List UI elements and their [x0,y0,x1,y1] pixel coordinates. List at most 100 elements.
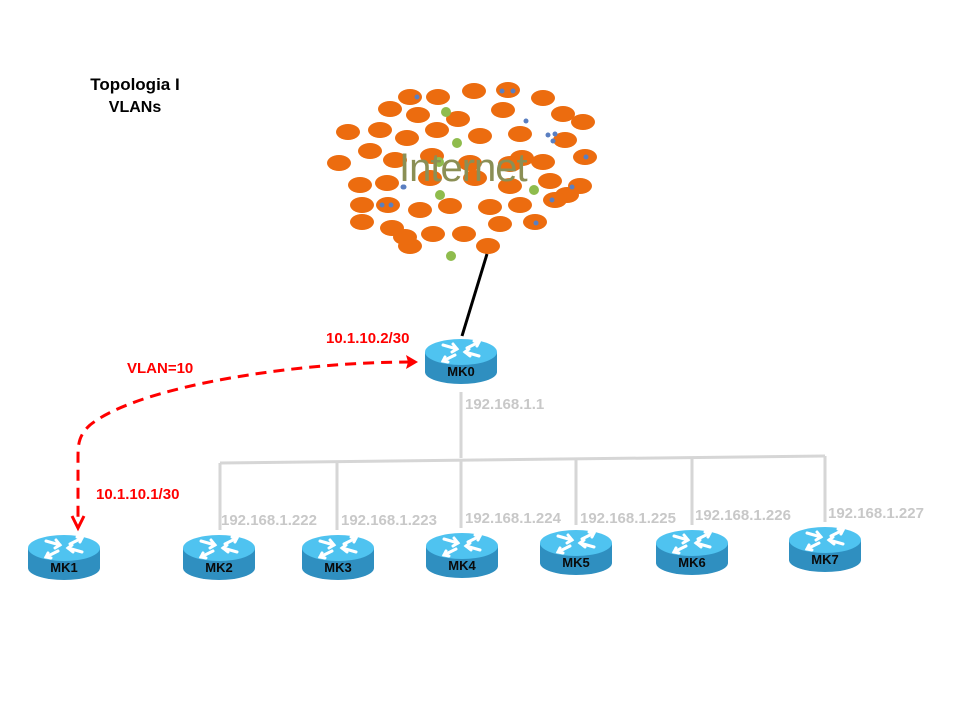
cloud-blob [418,170,442,186]
router-icon [183,535,255,580]
cloud-node-blue [552,131,558,137]
cloud-blob [426,89,450,105]
cloud-blob [378,101,402,117]
cloud-node-green [529,185,539,195]
mk2-ip: 192.168.1.222 [221,512,317,529]
cloud-blob [498,178,522,194]
cloud-blob [358,143,382,159]
cloud-blob [476,238,500,254]
cloud-blob [496,82,520,98]
cloud-node-blue [379,202,385,208]
cloud-blob [463,170,487,186]
mk3-ip: 192.168.1.223 [341,512,437,529]
cloud-blob [498,156,522,172]
cloud-node-blue [550,138,556,144]
mk6-ip: 192.168.1.226 [695,507,791,524]
cloud-node-blue [523,118,529,124]
cloud-blob [458,155,482,171]
cloud-blob [393,229,417,245]
mk5-ip: 192.168.1.225 [580,510,676,527]
cloud-node-green [435,190,445,200]
router-mk7[interactable]: MK7 [787,522,863,576]
cloud-node-blue [401,184,407,190]
lan-bus [218,392,827,530]
cloud-blob [462,83,486,99]
cloud-blob [395,130,419,146]
router-label: MK1 [50,560,78,575]
cloud-blob [488,216,512,232]
cloud-blob [375,175,399,191]
cloud-blob [571,114,595,130]
cloud-node-blue [533,220,539,226]
router-icon [425,339,497,384]
vlan-arrowhead-mk1 [70,515,86,532]
cloud-blob [491,102,515,118]
internet-label: Internet [399,146,528,190]
mk0-vlan-ip: 10.1.10.2/30 [326,330,410,347]
cloud-blob [468,128,492,144]
vlan-arrowhead-mk0 [406,355,418,369]
cloud-blob [368,122,392,138]
vlan-link [76,360,411,522]
router-icon [28,535,100,580]
cloud-blob [508,197,532,213]
cloud-blob [452,226,476,242]
router-mk3[interactable]: MK3 [300,530,376,584]
diagram-subtitle: VLANs [108,99,162,116]
cloud-blob [327,155,351,171]
cloud-blob [350,197,374,213]
router-mk2[interactable]: MK2 [181,530,257,584]
cloud-blob [531,154,555,170]
cloud-blob [553,132,577,148]
cloud-blob [383,152,407,168]
router-mk5[interactable]: MK5 [538,525,614,579]
router-icon [789,527,861,572]
router-icon [426,533,498,578]
mk7-ip: 192.168.1.227 [828,505,924,522]
cloud-node-green [434,157,444,167]
router-label: MK5 [562,555,590,570]
router-icon [540,530,612,575]
mk0-lan-ip: 192.168.1.1 [465,396,545,413]
cloud-node-blue [569,184,575,190]
router-mk6[interactable]: MK6 [654,525,730,579]
router-icon [302,535,374,580]
internet-cloud [327,82,597,261]
cloud-blob [478,199,502,215]
router-label: MK6 [678,555,706,570]
cloud-blob [531,90,555,106]
mk1-vlan-ip: 10.1.10.1/30 [96,486,180,503]
cloud-node-blue [545,132,551,138]
router-label: MK0 [447,364,475,379]
cloud-blob [508,126,532,142]
cloud-blob [376,197,400,213]
router-mk1[interactable]: MK1 [26,530,102,584]
cloud-blob [406,107,430,123]
cloud-blob [408,202,432,218]
cloud-blob [538,173,562,189]
cloud-node-blue [388,202,394,208]
cloud-blob [425,122,449,138]
cloud-node-green [452,138,462,148]
cloud-node-green [446,251,456,261]
cloud-blob [543,192,567,208]
router-mk4[interactable]: MK4 [424,528,500,582]
uplink-mk0-internet [460,253,489,337]
cloud-blob [350,214,374,230]
mk4-ip: 192.168.1.224 [465,510,561,527]
router-label: MK4 [448,558,476,573]
cloud-blob [398,89,422,105]
vlan-label: VLAN=10 [127,360,194,377]
router-mk0[interactable]: MK0 [423,334,499,388]
cloud-node-blue [549,197,555,203]
router-icon [656,530,728,575]
cloud-blob [551,106,575,122]
cloud-blob [336,124,360,140]
cloud-node-blue [510,88,516,94]
lan-bus-line [219,454,826,465]
cloud-blob [348,177,372,193]
cloud-blob [421,226,445,242]
router-label: MK7 [811,552,839,567]
